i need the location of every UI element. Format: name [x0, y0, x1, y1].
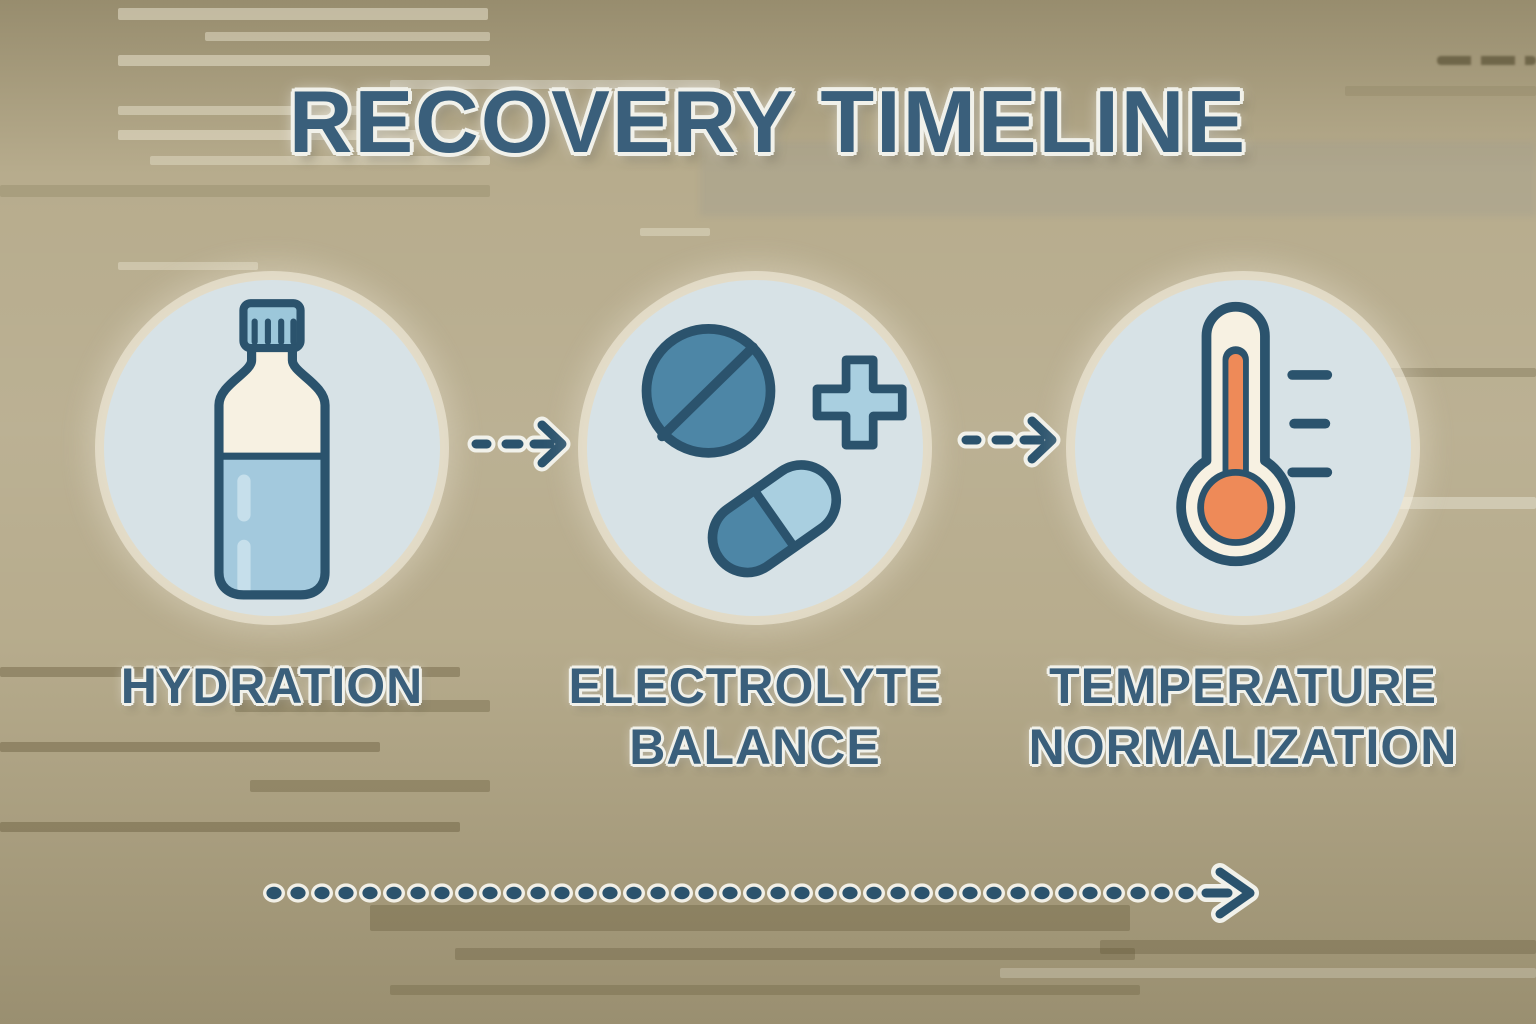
background-streak	[1390, 368, 1536, 377]
background-streak	[205, 32, 490, 41]
background-streak	[118, 8, 488, 20]
background-streak	[0, 667, 460, 677]
step-label-line: NORMALIZATION	[1028, 719, 1458, 775]
step-circle	[1075, 280, 1411, 616]
dashed-arrow-right-icon	[466, 412, 576, 481]
background-streak	[118, 55, 490, 66]
page-title: RECOVERY TIMELINE	[288, 72, 1248, 171]
step-label: HYDRATION	[121, 656, 424, 717]
water-bottle-icon	[214, 299, 330, 600]
background-streak	[118, 106, 368, 115]
step-label-line: BALANCE	[629, 719, 881, 775]
background-streak	[0, 742, 380, 752]
background-streak	[1000, 968, 1536, 978]
background-streak	[390, 985, 1140, 995]
step-hydration: HYDRATION	[52, 280, 492, 717]
background-streak	[0, 822, 460, 832]
dotted-arrow-right-icon	[262, 862, 1262, 929]
background-streak	[118, 130, 490, 140]
background-streak	[235, 700, 490, 712]
background-streak	[1100, 940, 1536, 954]
background-dashed-streak	[1437, 56, 1536, 65]
step-temperature-normalization: TEMPERATURE NORMALIZATION	[1008, 280, 1478, 778]
step-label-line: TEMPERATURE	[1049, 658, 1437, 714]
pills-icon	[641, 324, 907, 578]
background-streak	[1345, 86, 1536, 96]
background-streak	[250, 780, 490, 792]
background-streak	[118, 262, 258, 270]
step-label-line: ELECTROLYTE	[568, 658, 942, 714]
background-streak	[0, 185, 490, 197]
background-streak	[455, 948, 1135, 960]
background-streak	[150, 156, 490, 165]
step-label: TEMPERATURE NORMALIZATION	[1029, 656, 1458, 778]
background-streak	[640, 228, 710, 236]
step-label: ELECTROLYTE BALANCE	[568, 656, 941, 778]
dashed-arrow-right-icon	[956, 408, 1066, 477]
step-circle	[104, 280, 440, 616]
thermometer-icon	[1175, 301, 1332, 567]
step-circle	[587, 280, 923, 616]
step-label-line: HYDRATION	[120, 658, 424, 714]
step-electrolyte-balance: ELECTROLYTE BALANCE	[535, 280, 975, 778]
background-streak	[390, 80, 720, 89]
background-streak	[370, 905, 1130, 931]
background-band	[700, 142, 1536, 216]
